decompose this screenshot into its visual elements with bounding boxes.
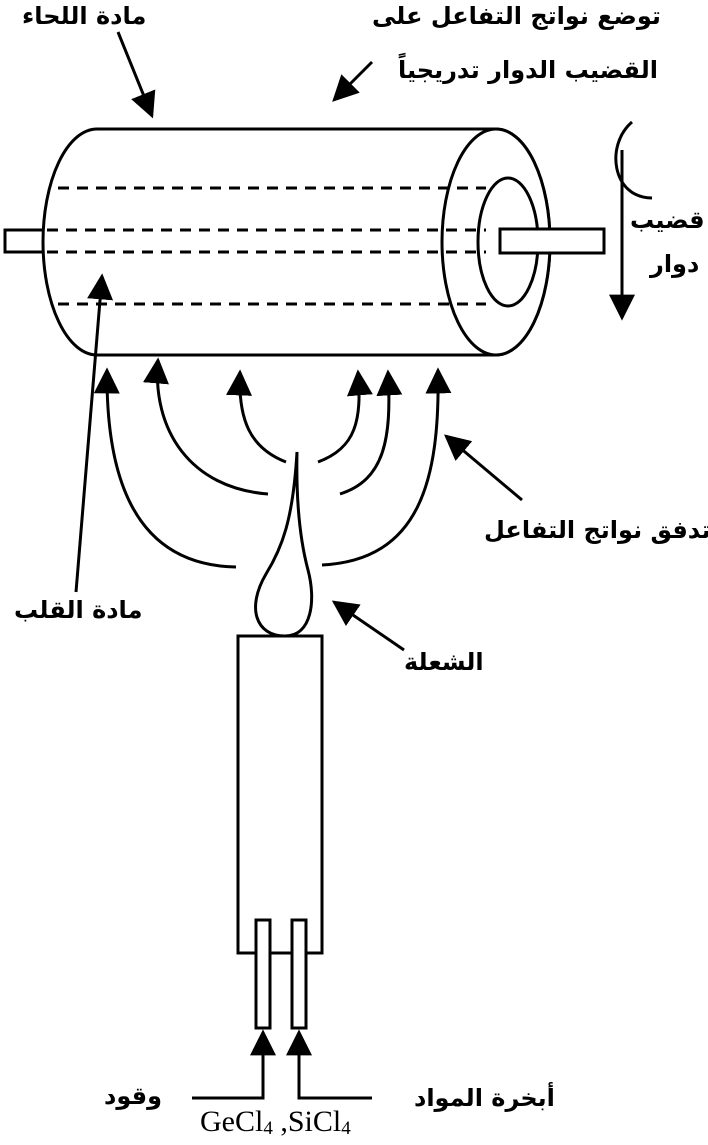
label-deposition-line1: توضع نواتج التفاعل على xyxy=(372,2,661,30)
flow-stream xyxy=(317,369,373,464)
flame-arrow xyxy=(331,600,405,652)
rotation-arrow xyxy=(609,120,653,321)
flame xyxy=(254,451,314,638)
fuel-inlet xyxy=(192,1029,276,1100)
core-layers xyxy=(47,186,486,306)
label-flame: الشعلة xyxy=(404,648,484,676)
chem-separator: , xyxy=(272,1105,288,1138)
rod-right-end xyxy=(498,227,606,255)
label-deposition-line2: القضيب الدوار تدريجياً xyxy=(398,56,658,84)
flow-stream xyxy=(93,367,237,569)
label-flow: تدفق نواتج التفاعل xyxy=(484,516,708,544)
flow-stream xyxy=(339,369,403,496)
chem-ge: GeCl xyxy=(200,1105,264,1138)
label-vapors: أبخرة المواد xyxy=(414,1084,555,1112)
label-cladding-material: مادة اللحاء xyxy=(22,2,147,30)
chem-ge-sub: 4 xyxy=(263,1118,273,1139)
core-arrow xyxy=(74,273,114,593)
burner-body xyxy=(236,634,324,955)
deposition-arrow xyxy=(332,60,374,102)
label-rod-line2: دوار xyxy=(650,250,700,278)
flow-stream xyxy=(321,367,452,567)
label-fuel: وقود xyxy=(104,1082,162,1110)
vapor-tube xyxy=(290,918,308,1030)
vapor-inlet xyxy=(286,1029,372,1100)
reaction-flow xyxy=(93,357,452,569)
chem-si: SiCl xyxy=(287,1105,342,1138)
label-core-material: مادة القلب xyxy=(14,596,143,624)
flow-stream xyxy=(226,369,287,464)
flow-arrow xyxy=(444,434,523,502)
flow-stream xyxy=(143,357,269,496)
fuel-tube xyxy=(254,918,272,1030)
label-rod-line1: قضيب xyxy=(630,206,705,234)
label-chemicals: GeCl4 ,SiCl4 xyxy=(200,1104,351,1141)
chem-si-sub: 4 xyxy=(341,1118,351,1139)
rod-left-end xyxy=(3,228,49,254)
cladding-arrow xyxy=(116,31,156,119)
